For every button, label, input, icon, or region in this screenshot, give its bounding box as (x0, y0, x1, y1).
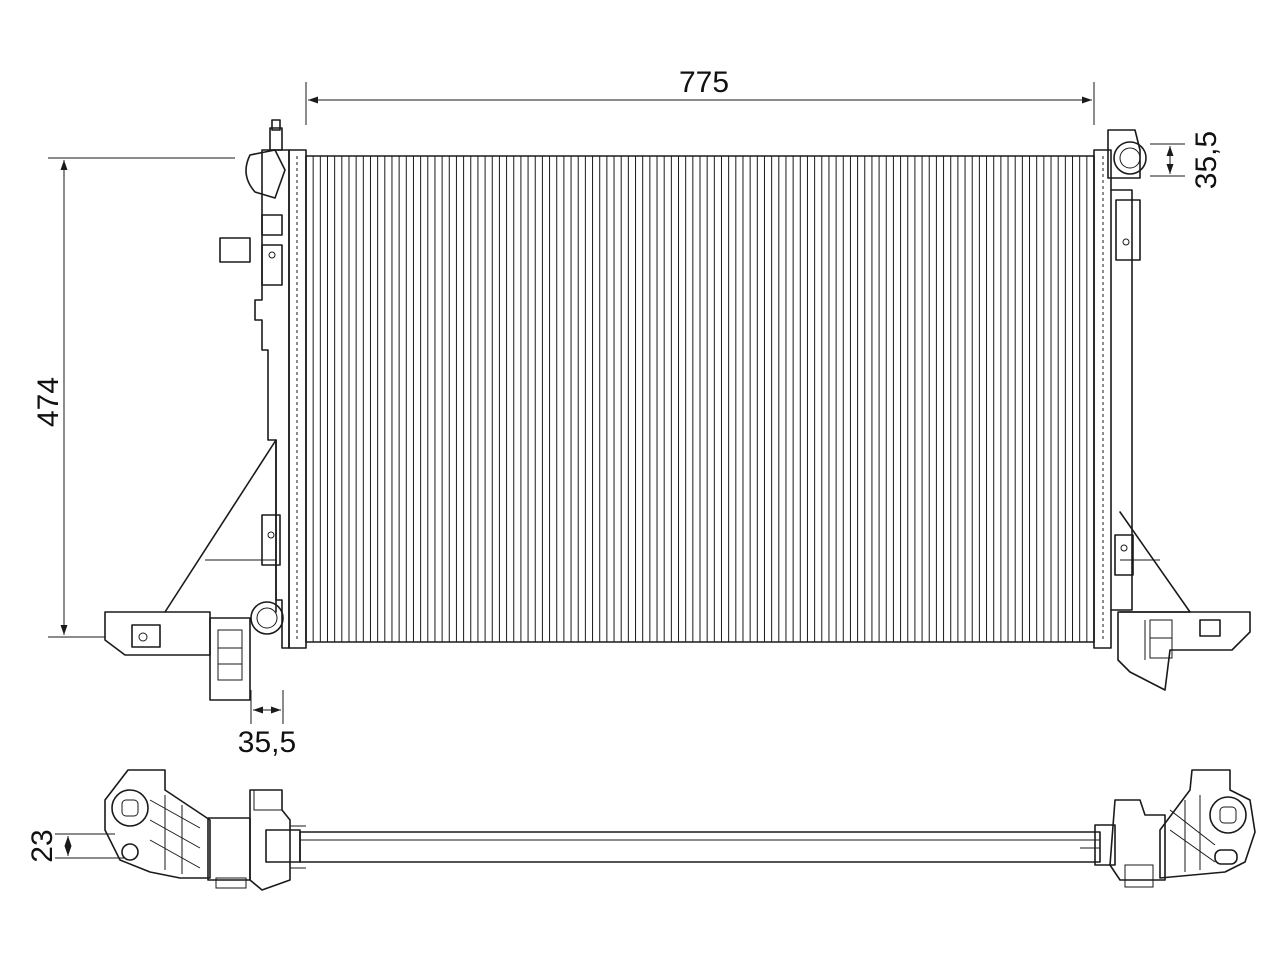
dimension-height-label: 474 (32, 377, 65, 427)
top-view-core-bar (299, 831, 1101, 863)
left-top-inlet-pipe (245, 119, 286, 199)
right-tank (1093, 149, 1133, 649)
left-tank (254, 149, 307, 649)
left-lower-bracket (104, 439, 277, 701)
dimension-width-label: 775 (679, 66, 729, 99)
dimension-depth-label: 23 (26, 829, 59, 862)
dimension-width: 775 (305, 66, 1095, 125)
right-top-inlet (1107, 129, 1147, 261)
dimension-depth: 23 (26, 829, 125, 863)
dimension-outlet-top: 35,5 (1150, 131, 1223, 189)
front-view: 775 474 35,5 35,5 (32, 66, 1251, 759)
left-side-clips (219, 214, 283, 566)
dimension-outlet-bottom: 35,5 (238, 690, 296, 759)
dimension-outlet-top-label: 35,5 (1190, 131, 1223, 189)
top-view: 23 (26, 769, 1256, 891)
radiator-core-tubes (312, 156, 1088, 642)
dimension-outlet-bottom-label: 35,5 (238, 726, 296, 759)
dimension-height: 474 (32, 157, 235, 638)
right-lower-bracket (1114, 511, 1251, 691)
top-view-left-assembly (104, 769, 306, 891)
left-bottom-outlet (250, 601, 284, 635)
top-view-right-assembly (1080, 769, 1256, 888)
